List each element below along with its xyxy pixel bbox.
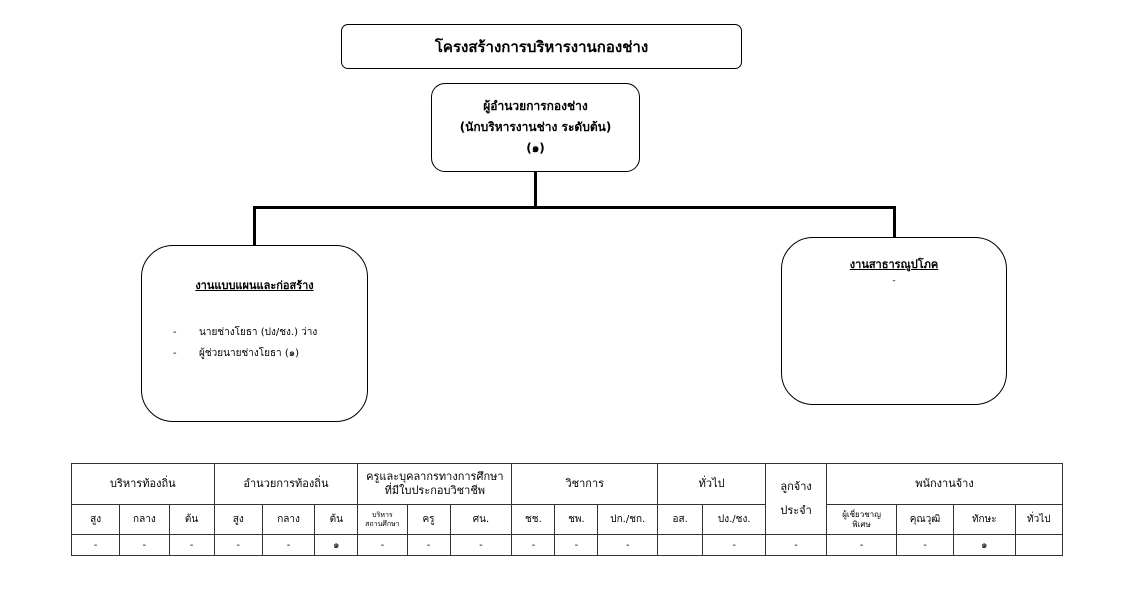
value-cell: ๑ [952, 534, 1016, 556]
head-of-division-box: ผู้อำนวยการกองช่าง (นักบริหารงานช่าง ระด… [431, 83, 640, 172]
unit-design-construction-staff-list: -นายช่างโยธา (ปง/ชง.) ว่าง -ผู้ช่วยนายช่… [173, 322, 317, 364]
sub-general-pg: ปง./ชง. [702, 504, 767, 535]
value-cell: - [554, 534, 599, 556]
sub-admin-mid: กลาง [119, 504, 170, 535]
connector-vertical-main [534, 172, 537, 208]
sub-admin-high: สูง [70, 504, 121, 535]
value-cell: - [261, 534, 316, 556]
unit-design-construction: งานแบบแผนและก่อสร้าง -นายช่างโยธา (ปง/ชง… [141, 245, 368, 422]
sub-dir-mid: กลาง [261, 504, 316, 535]
value-cell: - [449, 534, 513, 556]
table-subheader-row: สูง กลาง ต้น สูง กลาง ต้น บริหารสถานศึกษ… [70, 504, 1064, 535]
staff-item: -นายช่างโยธา (ปง/ชง.) ว่าง [173, 327, 318, 338]
group-general: ทั่วไป [657, 463, 767, 505]
chart-title: โครงสร้างการบริหารงานกองช่าง [341, 24, 742, 69]
sub-teacher: ครู [406, 504, 451, 535]
value-cell: ๑ [314, 534, 359, 556]
head-level: (นักบริหารงานช่าง ระดับต้น) [459, 120, 612, 134]
sub-academic-cp: ชพ. [554, 504, 599, 535]
value-cell: - [896, 534, 954, 556]
value-cell: - [511, 534, 556, 556]
group-teachers: ครูและบุคลากรทางการศึกษาที่มีใบประกอบวิช… [357, 463, 513, 505]
unit-design-construction-title: งานแบบแผนและก่อสร้าง [195, 279, 314, 292]
sub-contract-general: ทั่วไป [1014, 504, 1064, 535]
value-cell: - [702, 534, 767, 556]
sub-teacher-exec: บริหารสถานศึกษา [357, 504, 408, 535]
sub-academic-pk: ปก./ชก. [597, 504, 659, 535]
value-cell: - [765, 534, 827, 556]
value-cell: - [597, 534, 659, 556]
sub-admin-low: ต้น [168, 504, 215, 535]
sub-dir-low: ต้น [314, 504, 359, 535]
group-admin-local: บริหารท้องถิ่น [71, 463, 215, 505]
value-cell: - [357, 534, 408, 556]
table-values-row: - - - - - ๑ - - - - - - - - - - ๑ [70, 534, 1064, 556]
group-contract-employee: พนักงานจ้าง [825, 463, 1064, 505]
connector-right-drop [893, 206, 896, 238]
table-header-row: บริหารท้องถิ่น อำนวยการท้องถิ่น ครูและบุ… [71, 463, 1064, 535]
sub-supervisor: ศน. [449, 504, 513, 535]
connector-horizontal [253, 206, 896, 209]
unit-public-utilities-empty: - [892, 276, 896, 286]
staff-item: -ผู้ช่วยนายช่างโยธา (๑) [173, 348, 299, 359]
value-cell: - [70, 534, 121, 556]
value-cell [657, 534, 704, 556]
sub-academic-cc: ชช. [511, 504, 556, 535]
sub-general-os: อส. [657, 504, 704, 535]
value-cell: - [119, 534, 170, 556]
group-academic: วิชาการ [511, 463, 659, 505]
sub-contract-qual: คุณวุฒิ [896, 504, 954, 535]
value-cell [1014, 534, 1064, 556]
value-cell: - [825, 534, 898, 556]
group-director-local: อำนวยการท้องถิ่น [213, 463, 359, 505]
unit-public-utilities-title: งานสาธารณูปโภค [849, 258, 939, 271]
value-cell: - [406, 534, 451, 556]
head-count: (๑) [526, 141, 545, 155]
sub-contract-skill: ทักษะ [952, 504, 1016, 535]
staffing-table: บริหารท้องถิ่น อำนวยการท้องถิ่น ครูและบุ… [70, 463, 1064, 556]
chart-title-text: โครงสร้างการบริหารงานกองช่าง [434, 37, 649, 56]
group-permanent-employee: ลูกจ้างประจำ [765, 463, 827, 535]
connector-left-drop [253, 206, 256, 246]
sub-contract-expert: ผู้เชี่ยวชาญพิเศษ [825, 504, 898, 535]
value-cell: - [213, 534, 263, 556]
value-cell: - [168, 534, 215, 556]
unit-public-utilities: งานสาธารณูปโภค - [781, 237, 1007, 405]
sub-dir-high: สูง [213, 504, 263, 535]
head-position: ผู้อำนวยการกองช่าง [483, 99, 588, 113]
